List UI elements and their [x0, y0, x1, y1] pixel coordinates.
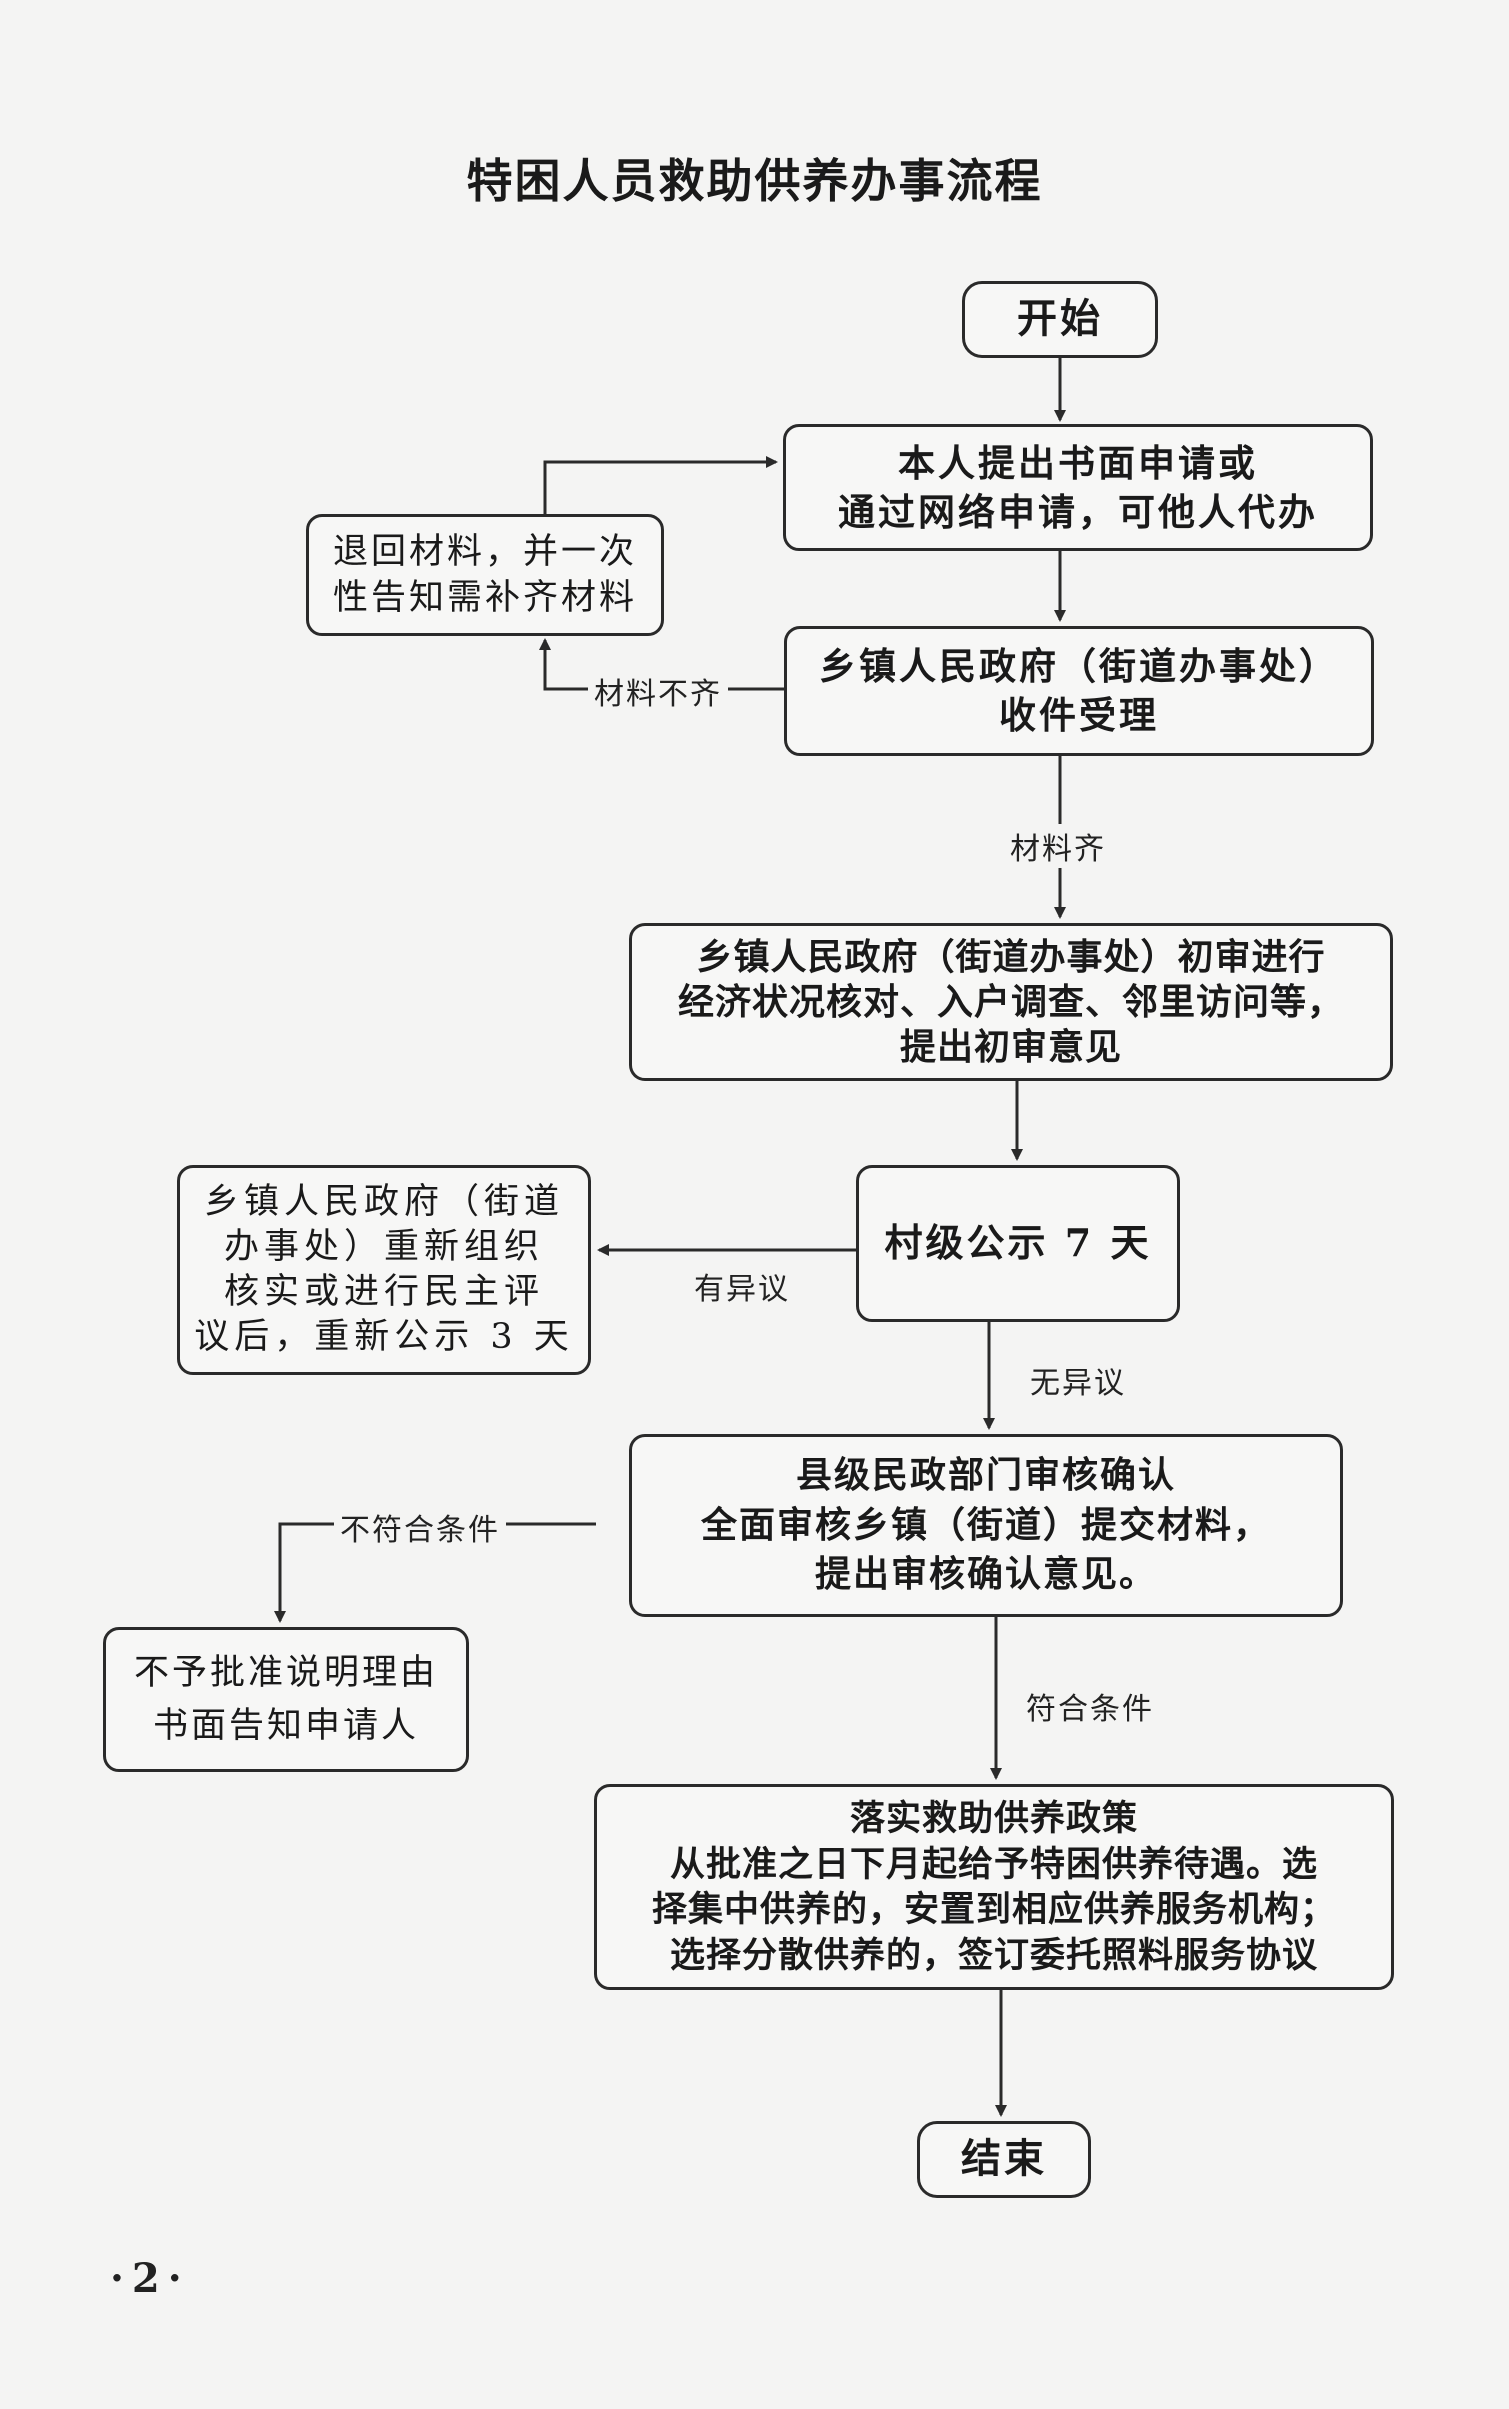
- edge-label-not-eligible: 不符合条件: [334, 1505, 506, 1549]
- edge-label-complete: 材料齐: [1004, 824, 1112, 868]
- reverify-line-1: 乡镇人民政府（街道: [203, 1182, 564, 1223]
- return-line-2: 性告知需补齐材料: [332, 578, 637, 618]
- reject-node: 不予批准说明理由 书面告知申请人: [103, 1627, 469, 1772]
- end-node: 结束: [917, 2121, 1091, 2198]
- return-materials-node: 退回材料，并一次 性告知需补齐材料: [306, 514, 664, 636]
- edge-label-objection: 有异议: [688, 1264, 796, 1308]
- arrow-return-to-apply: [543, 456, 778, 514]
- start-node: 开始: [962, 281, 1158, 358]
- end-label: 结束: [961, 2135, 1047, 2183]
- implement-node: 落实救助供养政策 从批准之日下月起给予特困供养待遇。选 择集中供养的，安置到相应…: [594, 1784, 1394, 1990]
- accept-line-2: 收件受理: [999, 693, 1159, 737]
- start-label: 开始: [1017, 295, 1103, 343]
- apply-node: 本人提出书面申请或 通过网络申请，可他人代办: [783, 424, 1373, 551]
- county-line-2: 全面审核乡镇（街道）提交材料，: [700, 1503, 1271, 1546]
- re-verify-node: 乡镇人民政府（街道 办事处）重新组织 核实或进行民主评 议后，重新公示 3 天: [177, 1165, 591, 1375]
- edge-label-eligible: 符合条件: [1020, 1684, 1160, 1728]
- implement-line-2: 从批准之日下月起给予特困供养待遇。选: [669, 1843, 1318, 1885]
- reverify-line-3: 核实或进行民主评: [223, 1272, 544, 1312]
- preliminary-line-2: 经济状况核对、入户调查、邻里访问等，: [677, 980, 1344, 1023]
- preliminary-line-1: 乡镇人民政府（街道办事处）初审进行: [696, 935, 1326, 978]
- accept-node: 乡镇人民政府（街道办事处） 收件受理: [784, 626, 1374, 756]
- apply-line-2: 通过网络申请，可他人代办: [838, 489, 1318, 534]
- edge-label-incomplete: 材料不齐: [588, 669, 728, 713]
- county-review-node: 县级民政部门审核确认 全面审核乡镇（街道）提交材料， 提出审核确认意见。: [629, 1434, 1343, 1617]
- village-notice-node: 村级公示 7 天: [856, 1165, 1180, 1322]
- implement-line-3: 择集中供养的，安置到相应供养服务机构；: [651, 1889, 1336, 1930]
- reverify-line-4: 议后，重新公示 3 天: [194, 1316, 574, 1357]
- implement-line-4: 选择分散供养的，签订委托照料服务协议: [669, 1934, 1318, 1976]
- page-number: ·2·: [110, 2255, 190, 2302]
- accept-line-1: 乡镇人民政府（街道办事处）: [819, 644, 1339, 689]
- reject-line-2: 书面告知申请人: [152, 1705, 419, 1746]
- return-line-1: 退回材料，并一次: [332, 531, 637, 572]
- implement-line-1: 落实救助供养政策: [849, 1798, 1138, 1839]
- village-notice-label: 村级公示 7 天: [884, 1220, 1152, 1266]
- reverify-line-2: 办事处）重新组织: [223, 1227, 544, 1268]
- page-title: 特困人员救助供养办事流程: [466, 154, 1043, 208]
- preliminary-line-3: 提出初审意见: [899, 1025, 1122, 1068]
- apply-line-1: 本人提出书面申请或: [898, 440, 1258, 485]
- preliminary-review-node: 乡镇人民政府（街道办事处）初审进行 经济状况核对、入户调查、邻里访问等， 提出初…: [629, 923, 1393, 1081]
- county-line-3: 提出审核确认意见。: [814, 1553, 1157, 1596]
- edge-label-no-objection: 无异议: [1024, 1358, 1132, 1402]
- reject-line-1: 不予批准说明理由: [133, 1653, 438, 1693]
- county-line-1: 县级民政部门审核确认: [795, 1453, 1176, 1496]
